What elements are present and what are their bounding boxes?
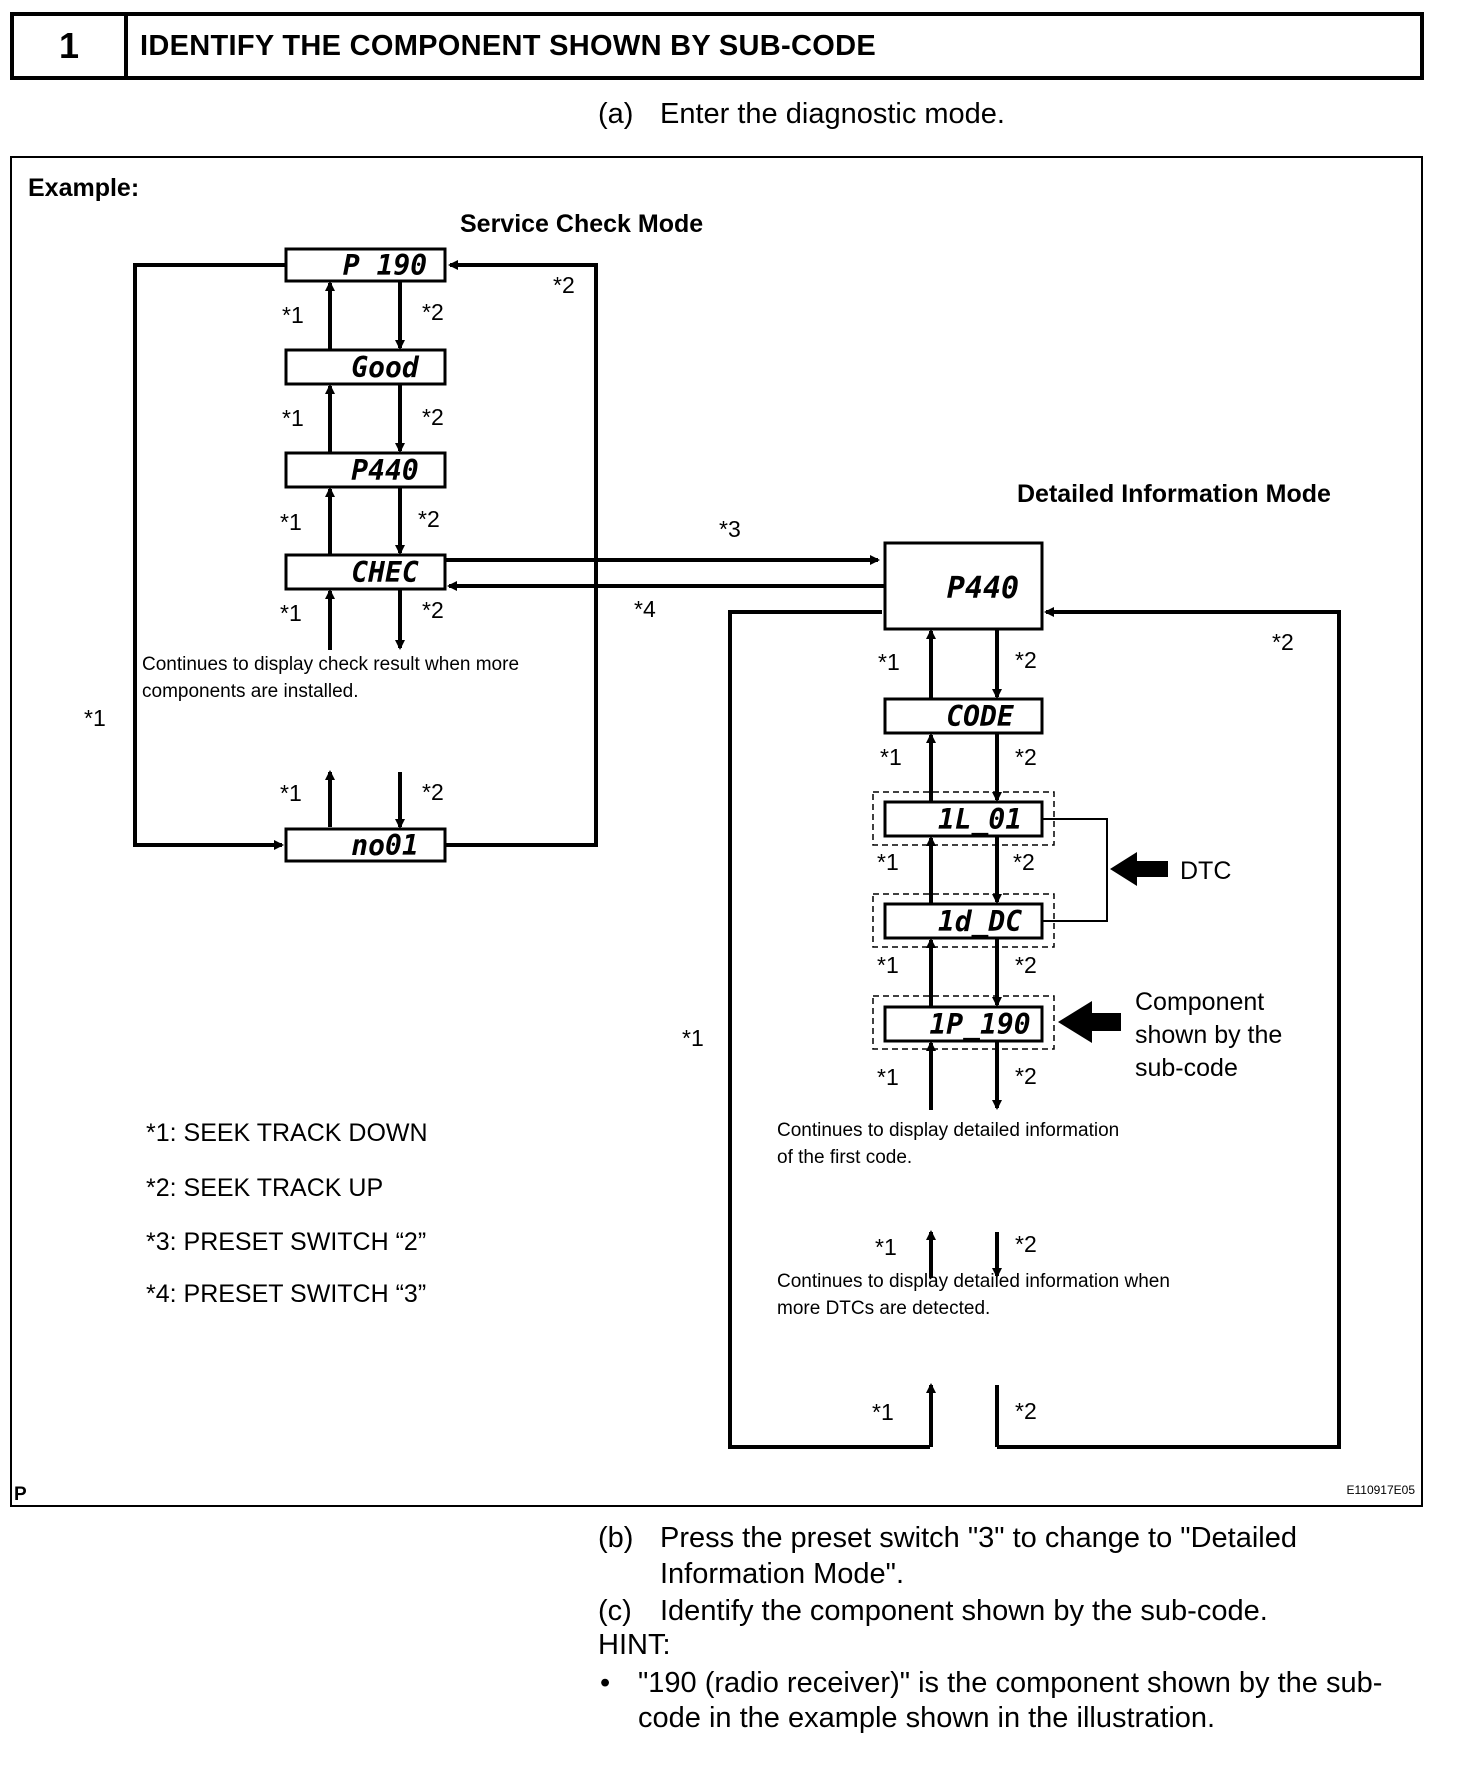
- detail-display-code-text: CODE: [946, 700, 1015, 733]
- mark: *2: [1015, 744, 1037, 770]
- step-c-line: Identify the component shown by the sub-…: [660, 1595, 1268, 1627]
- detail-note-more: more DTCs are detected.: [777, 1298, 990, 1319]
- mark: *2: [1015, 1231, 1037, 1257]
- detail-display-code: [883, 697, 1044, 735]
- service-continue-note: Continues to display check result when m…: [142, 654, 519, 675]
- mark: *2: [422, 779, 444, 805]
- mark: *2: [1013, 849, 1035, 875]
- mark: *1: [878, 649, 900, 675]
- legend-item: *4: PRESET SWITCH “3”: [146, 1280, 426, 1308]
- mark: *2: [553, 272, 575, 298]
- mark: *1: [877, 1064, 899, 1090]
- hint-label: HINT:: [598, 1629, 671, 1661]
- detail-display-1ddc-text: 1d_DC: [938, 905, 1022, 938]
- service-display-p190: [284, 247, 447, 283]
- dtc-label: DTC: [1180, 857, 1231, 885]
- dtc-pointer-arrow: [1110, 852, 1168, 886]
- mark: *2: [1015, 647, 1037, 673]
- mark: *2: [1272, 629, 1294, 655]
- service-display-good: [284, 348, 447, 386]
- step-a-marker: (a): [598, 98, 634, 130]
- mark: *1: [875, 1234, 897, 1260]
- mark: *2: [1015, 1063, 1037, 1089]
- mark: *2: [422, 597, 444, 623]
- figure-frame: [10, 156, 1423, 1507]
- mark: *1: [682, 1025, 704, 1051]
- detailed-mode-title: Detailed Information Mode: [1017, 480, 1331, 508]
- detail-note-first: of the first code.: [777, 1147, 912, 1168]
- mark: *2: [418, 506, 440, 532]
- service-loop-left: [133, 263, 286, 850]
- detail-display-1l01: [883, 800, 1044, 838]
- service-loop-right: [445, 260, 598, 847]
- step-b-line: Information Mode".: [660, 1558, 905, 1590]
- detail-display-p440: [883, 541, 1044, 631]
- example-label: Example:: [28, 174, 139, 202]
- detail-loop-left: [728, 610, 930, 1449]
- mark: *2: [1015, 1398, 1037, 1424]
- step-a-text: Enter the diagnostic mode.: [660, 98, 1005, 130]
- step-c-marker: (c): [598, 1595, 632, 1627]
- hint-bullet: •: [600, 1667, 611, 1699]
- figure-id: E110917E05: [1346, 1483, 1415, 1497]
- component-label: Component: [1135, 988, 1264, 1016]
- component-label: shown by the: [1135, 1021, 1282, 1049]
- component-dashed-frame: [872, 995, 1055, 1050]
- legend-item: *1: SEEK TRACK DOWN: [146, 1119, 428, 1147]
- step-title: IDENTIFY THE COMPONENT SHOWN BY SUB-CODE: [140, 29, 876, 62]
- mark: *1: [282, 302, 304, 328]
- service-display-chec: [284, 553, 447, 591]
- service-continue-note: components are installed.: [142, 681, 359, 702]
- mark: *1: [880, 744, 902, 770]
- mark: *1: [877, 952, 899, 978]
- mark: *1: [84, 705, 106, 731]
- dtc-bracket: [1042, 818, 1108, 922]
- detail-display-p440-text: P440: [947, 571, 1019, 606]
- mark: *2: [422, 404, 444, 430]
- corner-label: P: [14, 1484, 27, 1505]
- detail-display-1p190: [883, 1005, 1044, 1043]
- component-label: sub-code: [1135, 1054, 1238, 1082]
- detail-note-more: Continues to display detailed informatio…: [777, 1271, 1170, 1292]
- detail-display-1l01-text: 1L_01: [938, 803, 1022, 836]
- service-mode-title: Service Check Mode: [460, 210, 703, 238]
- legend-item: *3: PRESET SWITCH “2”: [146, 1228, 426, 1256]
- mark: *1: [872, 1399, 894, 1425]
- step-number: 1: [14, 16, 128, 76]
- service-display-p190-text: P 190: [343, 249, 427, 282]
- component-pointer-arrow: [1058, 1001, 1121, 1043]
- mark: *2: [422, 299, 444, 325]
- step-b-marker: (b): [598, 1522, 634, 1554]
- diagnostic-mode-diagram: Example: Service Check Mode Detailed Inf…: [10, 156, 1423, 1507]
- detail-loop-right: [997, 607, 1341, 1449]
- mark: *1: [280, 600, 302, 626]
- service-display-good-text: Good: [351, 351, 420, 384]
- service-display-no01-text: no01: [351, 829, 418, 862]
- legend-item: *2: SEEK TRACK UP: [146, 1174, 383, 1202]
- mark: *1: [877, 849, 899, 875]
- dtc-dashed-frame: [872, 791, 1055, 846]
- service-display-no01: [284, 827, 447, 863]
- service-display-p440: [284, 451, 447, 489]
- mark: *1: [280, 780, 302, 806]
- mark: *1: [280, 509, 302, 535]
- mark: *2: [1015, 952, 1037, 978]
- service-display-p440-text: P440: [351, 454, 418, 487]
- hint-line: code in the example shown in the illustr…: [638, 1702, 1216, 1734]
- detail-display-1p190-text: 1P_190: [929, 1008, 1030, 1041]
- dtc-dashed-frame: [872, 893, 1055, 948]
- mark: *1: [282, 405, 304, 431]
- mark: *4: [634, 596, 656, 622]
- service-display-chec-text: CHEC: [351, 556, 419, 589]
- mark: *3: [719, 516, 741, 542]
- step-b-line: Press the preset switch "3" to change to…: [660, 1522, 1297, 1554]
- step-header: 1 IDENTIFY THE COMPONENT SHOWN BY SUB-CO…: [10, 12, 1424, 80]
- hint-line: "190 (radio receiver)" is the component …: [638, 1667, 1383, 1699]
- detail-note-first: Continues to display detailed informatio…: [777, 1120, 1119, 1141]
